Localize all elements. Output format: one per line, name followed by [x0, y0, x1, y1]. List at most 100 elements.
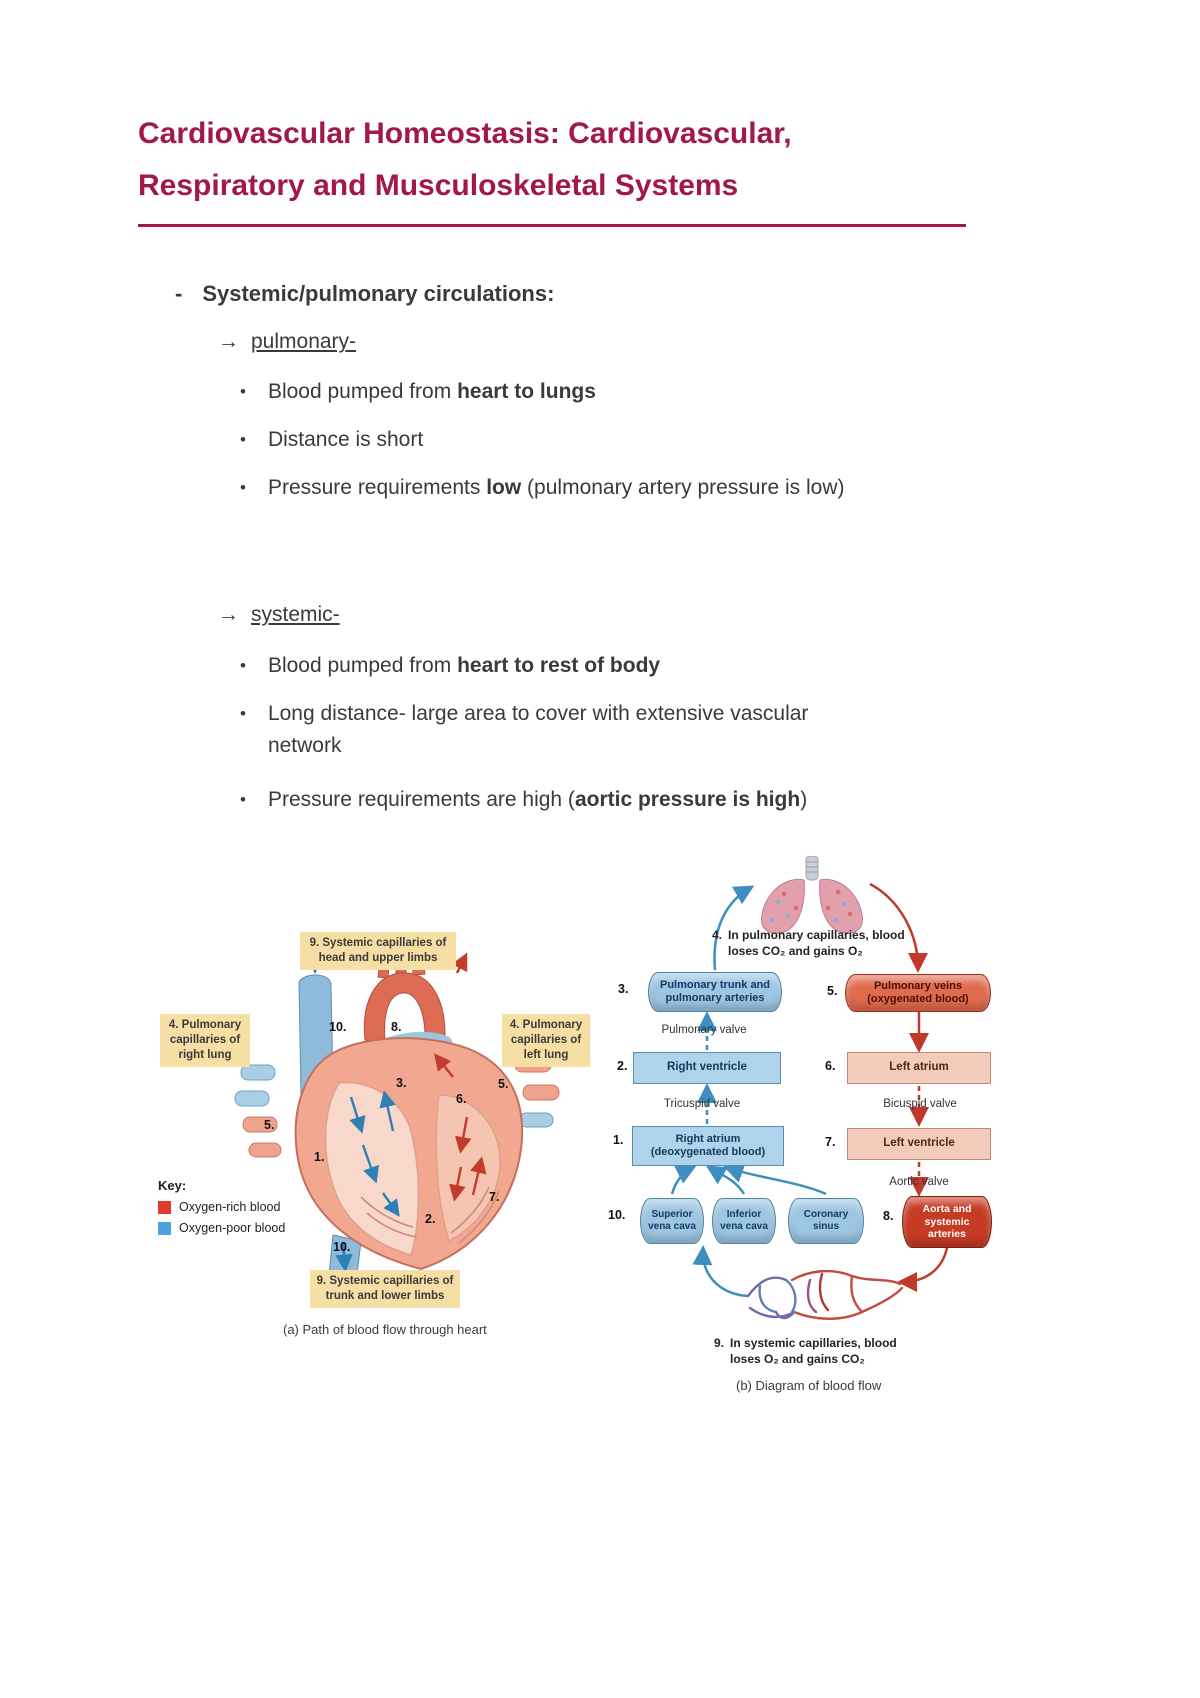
- node-label: Pulmonary veins (oxygenated blood): [867, 979, 969, 1005]
- flow-number-7: 7.: [825, 1135, 836, 1149]
- text-run: Pressure requirements: [267, 476, 487, 499]
- title-line-2: Respiratory and Musculoskeletal Systems: [138, 169, 739, 202]
- bullet-text: Pressure requirements low (pulmonary art…: [268, 472, 845, 504]
- note-text: In pulmonary capillaries, blood loses CO…: [728, 928, 905, 958]
- list-item: • Pressure requirements low (pulmonary a…: [240, 472, 844, 504]
- pulmonary-subheading: pulmonary-: [251, 330, 357, 353]
- title-divider: [138, 224, 966, 227]
- bullet-icon: •: [240, 430, 246, 449]
- label-pulmonary-valve: Pulmonary valve: [661, 1024, 747, 1036]
- heart-step-number: 10.: [333, 1240, 351, 1254]
- node-label: Aorta and systemic arteries: [922, 1203, 972, 1241]
- flow-node-superior-vena-cava: Superior vena cava: [640, 1198, 704, 1244]
- label-systemic-capillaries-head: 9. Systemic capillaries of head and uppe…: [300, 932, 456, 970]
- heart-step-number: 5.: [264, 1118, 275, 1132]
- text-run: Blood pumped from: [267, 380, 458, 403]
- capillary-network-illustration: [746, 1269, 904, 1320]
- flow-node-aorta: Aorta and systemic arteries: [902, 1196, 992, 1248]
- dash-bullet-icon: -: [175, 281, 183, 306]
- note-number: 9.: [714, 1336, 725, 1350]
- note-pulmonary-capillaries: 4. In pulmonary capillaries, blood loses…: [712, 928, 924, 959]
- heart-step-number: 3.: [396, 1076, 407, 1090]
- node-label: Left ventricle: [883, 1137, 955, 1150]
- text-run: Pressure requirements are high (: [267, 788, 575, 811]
- text-run-bold: heart to rest of body: [457, 654, 661, 677]
- list-item-systemic: → systemic-: [218, 603, 340, 627]
- text-run-bold: heart to lungs: [457, 380, 596, 403]
- node-label: Inferior vena cava: [720, 1209, 768, 1232]
- list-item: • Blood pumped from heart to rest of bod…: [240, 650, 660, 682]
- heart-step-number: 10.: [329, 1020, 347, 1034]
- heart-step-number: 5.: [498, 1077, 509, 1091]
- systemic-subheading: systemic-: [251, 603, 340, 626]
- list-item-pulmonary: → pulmonary-: [218, 330, 356, 354]
- bullet-text: Blood pumped from heart to lungs: [268, 376, 596, 408]
- list-item: • Distance is short: [240, 424, 423, 456]
- oxygen-poor-swatch: [158, 1221, 171, 1235]
- note-number: 4.: [712, 928, 723, 942]
- flow-number-10: 10.: [608, 1208, 626, 1222]
- flow-number-1: 1.: [613, 1133, 624, 1147]
- flow-number-5: 5.: [827, 984, 838, 998]
- bullet-text: Distance is short: [267, 428, 424, 451]
- label-systemic-capillaries-trunk: 9. Systemic capillaries of trunk and low…: [310, 1270, 460, 1308]
- flow-node-inferior-vena-cava: Inferior vena cava: [712, 1198, 776, 1244]
- bullet-icon: •: [240, 382, 246, 401]
- arrow-icon: →: [218, 330, 239, 353]
- text-run-bold: aortic pressure is high: [574, 788, 801, 811]
- flow-node-left-atrium: Left atrium: [847, 1052, 991, 1084]
- bullet-text: Blood pumped from heart to rest of body: [268, 650, 660, 682]
- heart-illustration: [234, 946, 560, 1275]
- bullet-icon: •: [240, 656, 246, 675]
- node-label: Right atrium (deoxygenated blood): [650, 1132, 766, 1158]
- bullet-text: Pressure requirements are high (aortic p…: [268, 784, 807, 816]
- flow-arrows: [670, 882, 949, 1320]
- label-bicuspid-valve: Bicuspid valve: [883, 1098, 957, 1110]
- legend: Key: Oxygen-rich blood Oxygen-poor blood: [158, 1178, 285, 1235]
- heart-step-number: 6.: [456, 1092, 467, 1106]
- oxygen-rich-swatch: [158, 1200, 171, 1214]
- note-text: In systemic capillaries, blood loses O₂ …: [730, 1336, 897, 1366]
- figure-a-caption: (a) Path of blood flow through heart: [283, 1322, 487, 1337]
- list-item-circulations: - Systemic/pulmonary circulations:: [175, 281, 554, 307]
- text-run: Blood pumped from: [267, 654, 458, 677]
- lungs-illustration: [761, 856, 863, 934]
- legend-item-oxygen-rich: Oxygen-rich blood: [158, 1200, 285, 1214]
- list-item: • Blood pumped from heart to lungs: [240, 376, 596, 408]
- text-run-bold: low: [486, 476, 522, 499]
- heart-step-number: 2.: [425, 1212, 436, 1226]
- flow-node-coronary-sinus: Coronary sinus: [788, 1198, 864, 1244]
- label-pulmonary-capillaries-left-lung: 4. Pulmonary capillaries of left lung: [502, 1014, 590, 1067]
- label-aortic-valve: Aortic valve: [889, 1176, 949, 1188]
- node-label: Left atrium: [889, 1061, 949, 1074]
- text-run: ): [800, 788, 808, 811]
- heart-step-number: 7.: [489, 1190, 500, 1204]
- bullet-text: Long distance- large area to cover with …: [267, 702, 809, 757]
- heart-step-number: 8.: [391, 1020, 402, 1034]
- flow-number-2: 2.: [617, 1059, 628, 1073]
- flow-node-pulmonary-trunk: Pulmonary trunk and pulmonary arteries: [648, 972, 782, 1012]
- bullet-icon: •: [240, 790, 246, 809]
- arrow-icon: →: [218, 603, 239, 626]
- node-label: Pulmonary trunk and pulmonary arteries: [659, 978, 771, 1004]
- node-label: Right ventricle: [667, 1061, 747, 1074]
- page-title: Cardiovascular Homeostasis: Cardiovascul…: [138, 108, 1018, 212]
- flow-node-left-ventricle: Left ventricle: [847, 1128, 991, 1160]
- list-item: • Long distance- large area to cover wit…: [240, 698, 858, 762]
- label-tricuspid-valve: Tricuspid valve: [663, 1098, 741, 1110]
- flow-node-right-ventricle: Right ventricle: [633, 1052, 781, 1084]
- legend-label: Oxygen-poor blood: [179, 1221, 286, 1235]
- flow-number-3: 3.: [618, 982, 629, 996]
- flow-node-right-atrium: Right atrium (deoxygenated blood): [632, 1126, 784, 1166]
- legend-title: Key:: [158, 1178, 187, 1193]
- note-systemic-capillaries: 9. In systemic capillaries, blood loses …: [714, 1336, 924, 1367]
- flow-node-pulmonary-veins: Pulmonary veins (oxygenated blood): [845, 974, 991, 1012]
- node-label: Coronary sinus: [803, 1209, 849, 1232]
- title-line-1: Cardiovascular Homeostasis: Cardiovascul…: [138, 117, 792, 150]
- node-label: Superior vena cava: [648, 1209, 696, 1232]
- text-run: (pulmonary artery pressure is low): [521, 476, 845, 499]
- section-heading: Systemic/pulmonary circulations:: [202, 281, 555, 306]
- legend-item-oxygen-poor: Oxygen-poor blood: [158, 1221, 285, 1235]
- flow-number-8: 8.: [883, 1209, 894, 1223]
- figure-b-caption: (b) Diagram of blood flow: [736, 1378, 882, 1393]
